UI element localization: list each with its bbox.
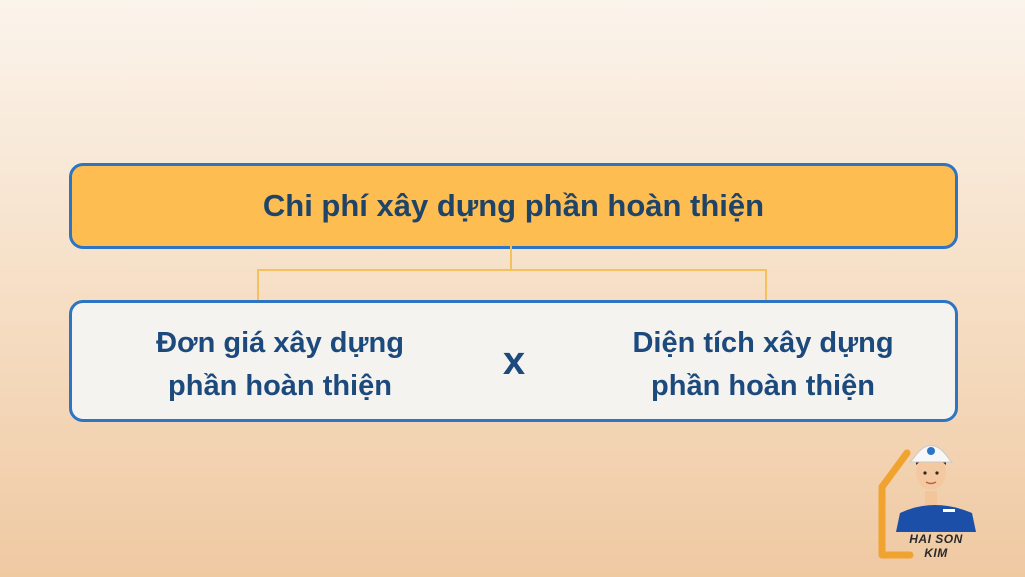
area-term: Diện tích xây dựng phần hoàn thiện	[598, 322, 928, 408]
result-title: Chi phí xây dựng phần hoàn thiện	[262, 188, 765, 223]
connector-stem	[510, 246, 512, 270]
engineer-mascot-icon	[878, 445, 976, 559]
formula-box: Đơn giá xây dựng phần hoàn thiện x Diện …	[69, 300, 958, 422]
connector-right-drop	[765, 269, 767, 300]
area-line-1: Diện tích xây dựng	[632, 327, 894, 359]
unit-price-line-2: phần hoàn thiện	[168, 370, 392, 402]
unit-price-line-1: Đơn giá xây dựng	[156, 327, 404, 359]
area-line-2: phần hoàn thiện	[651, 370, 875, 402]
result-box: Chi phí xây dựng phần hoàn thiện	[69, 163, 958, 249]
connector-left-drop	[257, 269, 259, 300]
brand-name: HAI SON KIM	[909, 532, 963, 560]
multiply-operator: x	[502, 339, 526, 383]
unit-price-term: Đơn giá xây dựng phần hoàn thiện	[115, 322, 445, 408]
connector-bar	[257, 269, 767, 271]
